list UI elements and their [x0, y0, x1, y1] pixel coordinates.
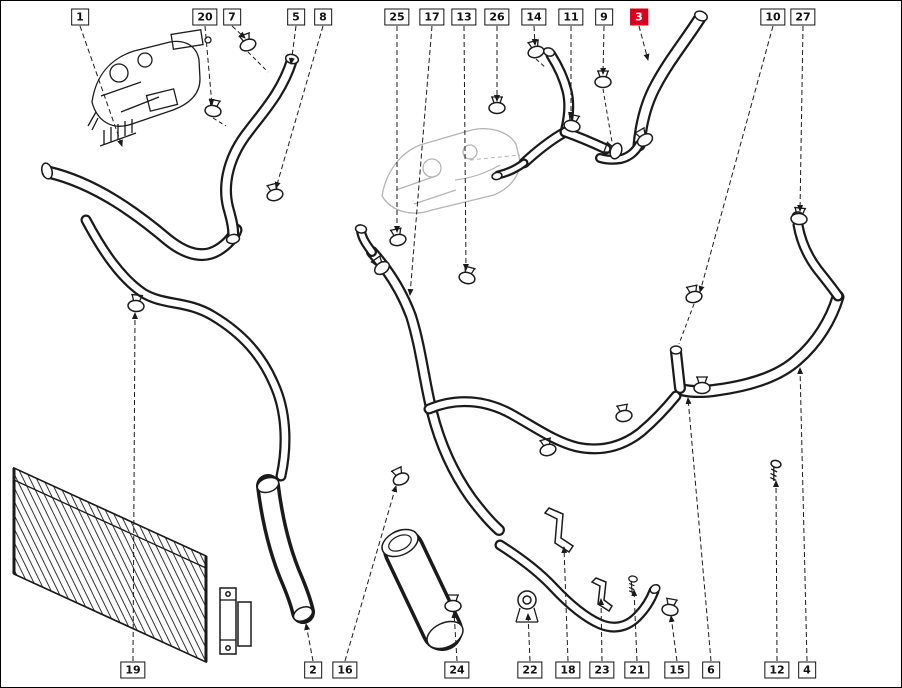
leader-14	[531, 25, 538, 46]
callout-25[interactable]: 25	[384, 8, 410, 26]
leader-9	[600, 25, 607, 75]
callout-12[interactable]: 12	[764, 661, 790, 679]
callout-6[interactable]: 6	[702, 661, 720, 679]
clamp-8	[263, 181, 285, 204]
leader-2	[304, 623, 314, 662]
clamp-13	[457, 264, 479, 287]
callout-23[interactable]: 23	[589, 661, 615, 679]
callout-26[interactable]: 26	[484, 8, 510, 26]
callout-13[interactable]: 13	[451, 8, 477, 26]
callout-3[interactable]: 3	[630, 8, 648, 26]
clamp-9	[594, 70, 612, 89]
leader-23	[598, 598, 605, 662]
callout-15[interactable]: 15	[664, 661, 690, 679]
callout-19[interactable]: 19	[120, 661, 146, 679]
leader-5	[288, 25, 297, 65]
radiator-bracket	[219, 587, 252, 655]
callout-17[interactable]: 17	[419, 8, 445, 26]
leader-13	[462, 25, 469, 271]
screw-12	[766, 458, 783, 483]
callout-21[interactable]: 21	[624, 661, 650, 679]
callout-5[interactable]: 5	[287, 8, 305, 26]
clamp-20	[203, 98, 224, 119]
leader-16	[344, 485, 398, 662]
outlet-22	[515, 590, 539, 623]
clamp-27	[789, 206, 809, 227]
clamp-mid-b	[613, 403, 634, 424]
clamp-t-junction	[693, 376, 711, 395]
callout-24[interactable]: 24	[444, 661, 470, 679]
callout-1[interactable]: 1	[71, 8, 89, 26]
callout-16[interactable]: 16	[332, 661, 358, 679]
leader-12	[773, 480, 780, 662]
leader-10	[698, 25, 774, 293]
engine-assembly-faded	[381, 128, 521, 214]
clamp-10	[683, 283, 704, 305]
leader-17	[407, 25, 433, 296]
screw-21	[625, 574, 639, 595]
callout-9[interactable]: 9	[595, 8, 613, 26]
leader-18	[561, 546, 569, 662]
leader-4	[797, 367, 808, 662]
leader-8	[274, 25, 324, 189]
leader-3	[638, 25, 650, 61]
leader-22	[525, 613, 532, 662]
callout-18[interactable]: 18	[555, 661, 581, 679]
leader-24	[451, 611, 458, 662]
radiator	[12, 466, 208, 664]
callout-2[interactable]: 2	[304, 661, 322, 679]
callout-8[interactable]: 8	[314, 8, 332, 26]
leader-lines	[79, 25, 808, 662]
clamp-7	[235, 31, 259, 54]
leader-1	[79, 25, 123, 147]
hoses	[41, 11, 845, 651]
callout-11[interactable]: 11	[558, 8, 584, 26]
bracket-23	[590, 577, 613, 613]
leader-20	[204, 25, 215, 106]
callout-22[interactable]: 22	[517, 661, 543, 679]
callout-4[interactable]: 4	[798, 661, 816, 679]
engine-assembly-sketch	[87, 28, 212, 147]
internal-dashed-hints	[212, 51, 695, 345]
clamp-15	[660, 597, 681, 618]
leader-15	[668, 615, 678, 662]
leader-7	[231, 25, 246, 39]
leader-19	[131, 312, 138, 662]
clamp-16	[388, 464, 412, 489]
callout-20[interactable]: 20	[192, 8, 218, 26]
bracket-18	[543, 507, 575, 554]
callout-7[interactable]: 7	[223, 8, 241, 26]
leader-27	[797, 25, 804, 212]
callout-27[interactable]: 27	[790, 8, 816, 26]
hose-middle-vertical	[366, 246, 505, 536]
callout-14[interactable]: 14	[521, 8, 547, 26]
leader-6	[685, 397, 712, 662]
small-parts	[515, 458, 783, 623]
callout-10[interactable]: 10	[760, 8, 786, 26]
leader-21	[631, 589, 638, 662]
